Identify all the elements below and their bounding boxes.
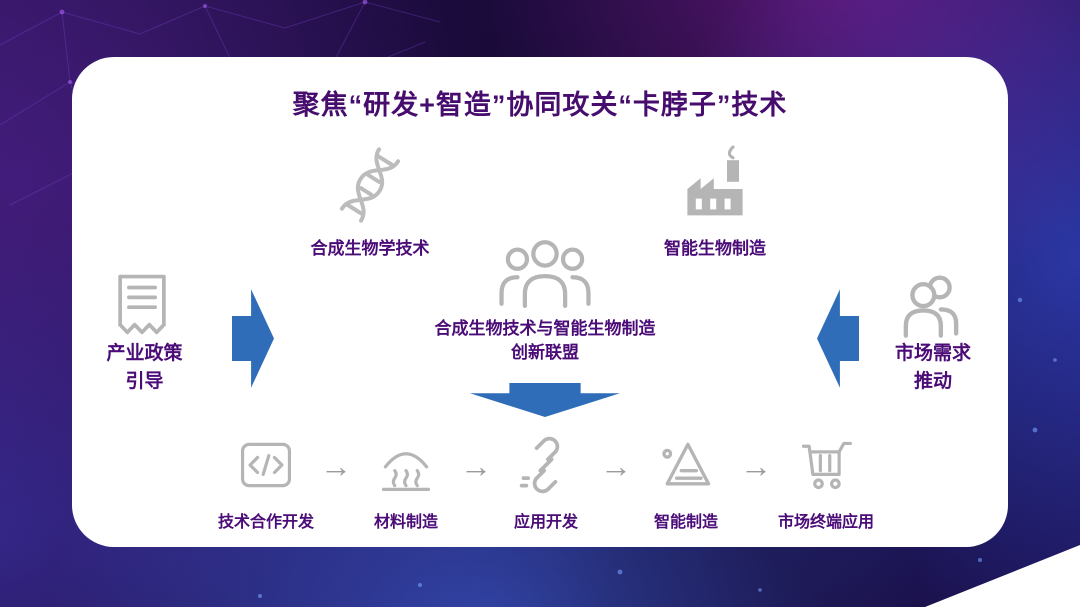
flow-step-material: 材料制造 [352, 435, 460, 532]
top-left-node-label: 合成生物学技术 [310, 239, 430, 258]
top-right-node-label: 智能生物制造 [664, 239, 766, 258]
flow-step-label: 材料制造 [373, 514, 438, 531]
flow-step-label: 应用开发 [513, 514, 578, 531]
slide-card: 聚焦“研发+智造”协同攻关“卡脖子”技术 合成生物学技术 [72, 57, 1008, 547]
flow-step-label: 市场终端应用 [777, 514, 874, 531]
shopping-cart-icon [796, 435, 856, 495]
left-node-label-line2: 引导 [125, 370, 164, 392]
flow-arrow-icon: → [320, 448, 352, 484]
arrow-left-icon [817, 277, 859, 400]
bottom-flow: 技术合作开发 → 材料制造 → [212, 435, 880, 532]
kiln-institution-icon [376, 435, 436, 495]
policy-document-icon [106, 270, 178, 340]
slide-title: 聚焦“研发+智造”协同攻关“卡脖子”技术 [292, 90, 788, 120]
flow-step-label: 智能制造 [653, 514, 718, 531]
corner-page-curl [925, 545, 1080, 607]
flow-step-smart-manufacturing: 智能制造 [632, 435, 740, 532]
chain-link-icon [516, 435, 576, 495]
center-node-label-line1: 合成生物技术与智能生物制造 [434, 319, 656, 338]
left-node-label: 产业政策 引导 [72, 340, 217, 395]
left-node-label-line1: 产业政策 [106, 343, 183, 364]
arrow-down-icon [470, 383, 620, 417]
center-node-label: 合成生物技术与智能生物制造 创新联盟 [395, 317, 695, 365]
flow-arrow-icon: → [600, 448, 632, 484]
code-document-icon [236, 435, 296, 495]
dna-icon [330, 145, 410, 225]
flow-step-application-dev: 应用开发 [492, 435, 600, 532]
right-node-label: 市场需求 推动 [858, 340, 1008, 395]
arrow-right-icon [232, 277, 274, 400]
funnel-icon [656, 435, 716, 495]
factory-icon [673, 141, 757, 225]
people-group-icon [492, 235, 598, 311]
flow-arrow-icon: → [740, 448, 772, 484]
flow-arrow-icon: → [460, 448, 492, 484]
flow-step-label: 技术合作开发 [217, 514, 314, 531]
center-node-label-line2: 创新联盟 [511, 342, 579, 362]
flow-step-tech-cooperation: 技术合作开发 [212, 435, 320, 532]
people-icon [894, 270, 968, 340]
flow-step-market-terminal: 市场终端应用 [772, 435, 880, 532]
right-node-label-line1: 市场需求 [894, 343, 971, 364]
right-node-label-line2: 推动 [913, 370, 952, 392]
